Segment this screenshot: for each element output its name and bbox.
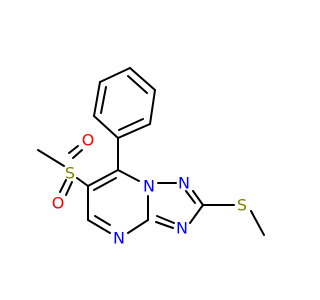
atom-label-ring-n2: N bbox=[178, 174, 190, 193]
molecule-structure: S O O N N N N S bbox=[37, 67, 265, 248]
bond bbox=[189, 204, 204, 224]
bond bbox=[99, 67, 131, 83]
double-bond-inner bbox=[94, 215, 111, 226]
double-bond bbox=[68, 145, 79, 154]
atom-label-ring-n3: N bbox=[176, 219, 188, 238]
bond bbox=[192, 190, 204, 206]
bond bbox=[129, 67, 156, 91]
bond bbox=[76, 177, 89, 187]
atom-label-sulfonyl-s: S bbox=[65, 164, 75, 183]
bond bbox=[117, 169, 140, 182]
bond bbox=[250, 210, 265, 236]
double-bond-inner bbox=[93, 177, 117, 191]
bond bbox=[156, 215, 175, 224]
double-bond bbox=[59, 179, 67, 193]
atom-label-sulfonyl-o-bottom: O bbox=[52, 194, 65, 213]
double-bond bbox=[65, 181, 73, 196]
phenyl-ring bbox=[93, 67, 156, 139]
double-bond-inner bbox=[118, 118, 144, 131]
bond bbox=[149, 89, 156, 125]
molecule-canvas: S O O N N N N S bbox=[37, 67, 265, 248]
bond bbox=[87, 169, 119, 187]
atom-label-thioether-s: S bbox=[237, 196, 247, 215]
atom-label-ring-n1: N bbox=[143, 177, 155, 196]
bond bbox=[117, 123, 151, 139]
bond bbox=[37, 149, 65, 167]
bond bbox=[87, 219, 111, 234]
triazole-ring bbox=[155, 182, 204, 229]
bond bbox=[93, 81, 101, 117]
bond bbox=[185, 190, 196, 204]
double-bond-inner bbox=[100, 86, 107, 114]
pyrimidine-ring bbox=[87, 169, 149, 234]
bond bbox=[127, 219, 149, 234]
double-bond bbox=[72, 149, 83, 159]
double-bond-inner bbox=[127, 75, 148, 94]
atom-label-ring-n4: N bbox=[113, 229, 125, 248]
atom-label-sulfonyl-o-top: O bbox=[82, 131, 95, 150]
bond bbox=[93, 115, 119, 139]
bond bbox=[155, 221, 174, 229]
